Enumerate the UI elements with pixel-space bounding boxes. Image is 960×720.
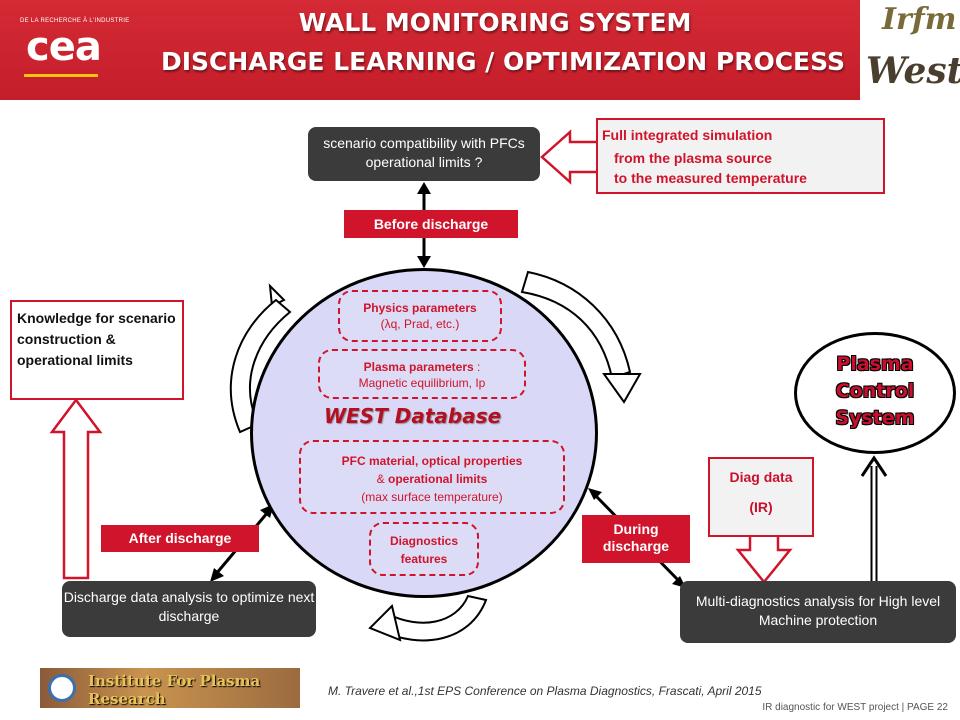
plasma-parameters-title: Plasma parameters [363, 360, 474, 374]
sim-to-scenario-arrow [540, 129, 600, 185]
pfc-line2: operational limits [387, 472, 488, 486]
cycle-arrow-left [229, 298, 292, 434]
plasma-parameters-box: Plasma parameters : Magnetic equilibrium… [318, 349, 526, 399]
plasma-parameters-detail: Magnetic equilibrium, Ip [358, 376, 486, 390]
diag-data-line2: (IR) [749, 499, 773, 515]
ipr-logo-text: Institute For Plasma Research [88, 672, 261, 708]
diag-data-line1: Diag data [729, 469, 793, 485]
diag-data-arrow [735, 533, 793, 584]
to-pcs-arrow [860, 455, 888, 477]
physics-parameters-detail: (λq, Prad, etc.) [380, 317, 460, 331]
cea-logo: cea [26, 24, 102, 70]
before-discharge-label: Before discharge [344, 210, 518, 238]
discharge-analysis-box: Discharge data analysis to optimize next… [62, 581, 316, 637]
scenario-compatibility-box: scenario compatibility with PFCs operati… [308, 127, 540, 181]
citation: M. Travere et al.,1st EPS Conference on … [328, 684, 762, 698]
during-discharge-label: During discharge [582, 515, 690, 563]
pfc-amp: & [376, 472, 388, 486]
page-number: IR diagnostic for WEST project | PAGE 22 [762, 702, 948, 713]
knowledge-box: Knowledge for scenario construction & op… [10, 300, 184, 400]
ipr-emblem-icon [48, 674, 76, 702]
pcs-line2: Control [835, 380, 915, 402]
irfm-logo: Irfm [882, 2, 957, 37]
full-sim-line1: Full integrated simulation [602, 127, 773, 143]
after-discharge-label: After discharge [101, 525, 259, 552]
west-logo: West [866, 50, 960, 92]
logo-panel [860, 0, 960, 100]
full-sim-line2: from the plasma source [614, 150, 772, 166]
diag-data-box: Diag data (IR) [708, 457, 814, 537]
pcs-line1: Plasma [836, 353, 914, 375]
plasma-control-system: Plasma Control System [794, 332, 956, 454]
pcs-line3: System [835, 407, 915, 429]
cea-tagline: DE LA RECHERCHE À L'INDUSTRIE [20, 18, 130, 24]
west-database-title: WEST Database [324, 404, 502, 428]
header-banner [0, 0, 960, 100]
analysis-to-knowledge-arrow [49, 397, 103, 580]
plasma-parameters-colon: : [473, 360, 481, 374]
slide-title-line1: WALL MONITORING SYSTEM [298, 8, 692, 37]
pfc-material-box: PFC material, optical properties & opera… [299, 440, 565, 514]
multi-diagnostics-box: Multi-diagnostics analysis for High leve… [680, 581, 956, 643]
diagnostics-features-box: Diagnostics features [369, 522, 479, 576]
slide-title-line2: DISCHARGE LEARNING / OPTIMIZATION PROCES… [160, 47, 846, 76]
ipr-logo: Institute For Plasma Research [40, 668, 300, 708]
full-simulation-box: Full integrated simulation from the plas… [596, 118, 885, 194]
full-sim-line3: to the measured temperature [614, 170, 807, 186]
cea-logo-underline [24, 74, 98, 77]
physics-parameters-box: Physics parameters (λq, Prad, etc.) [338, 290, 502, 342]
pfc-line1: PFC material, optical properties [341, 454, 523, 468]
pfc-line3: (max surface temperature) [361, 490, 503, 504]
physics-parameters-title: Physics parameters [363, 301, 477, 315]
